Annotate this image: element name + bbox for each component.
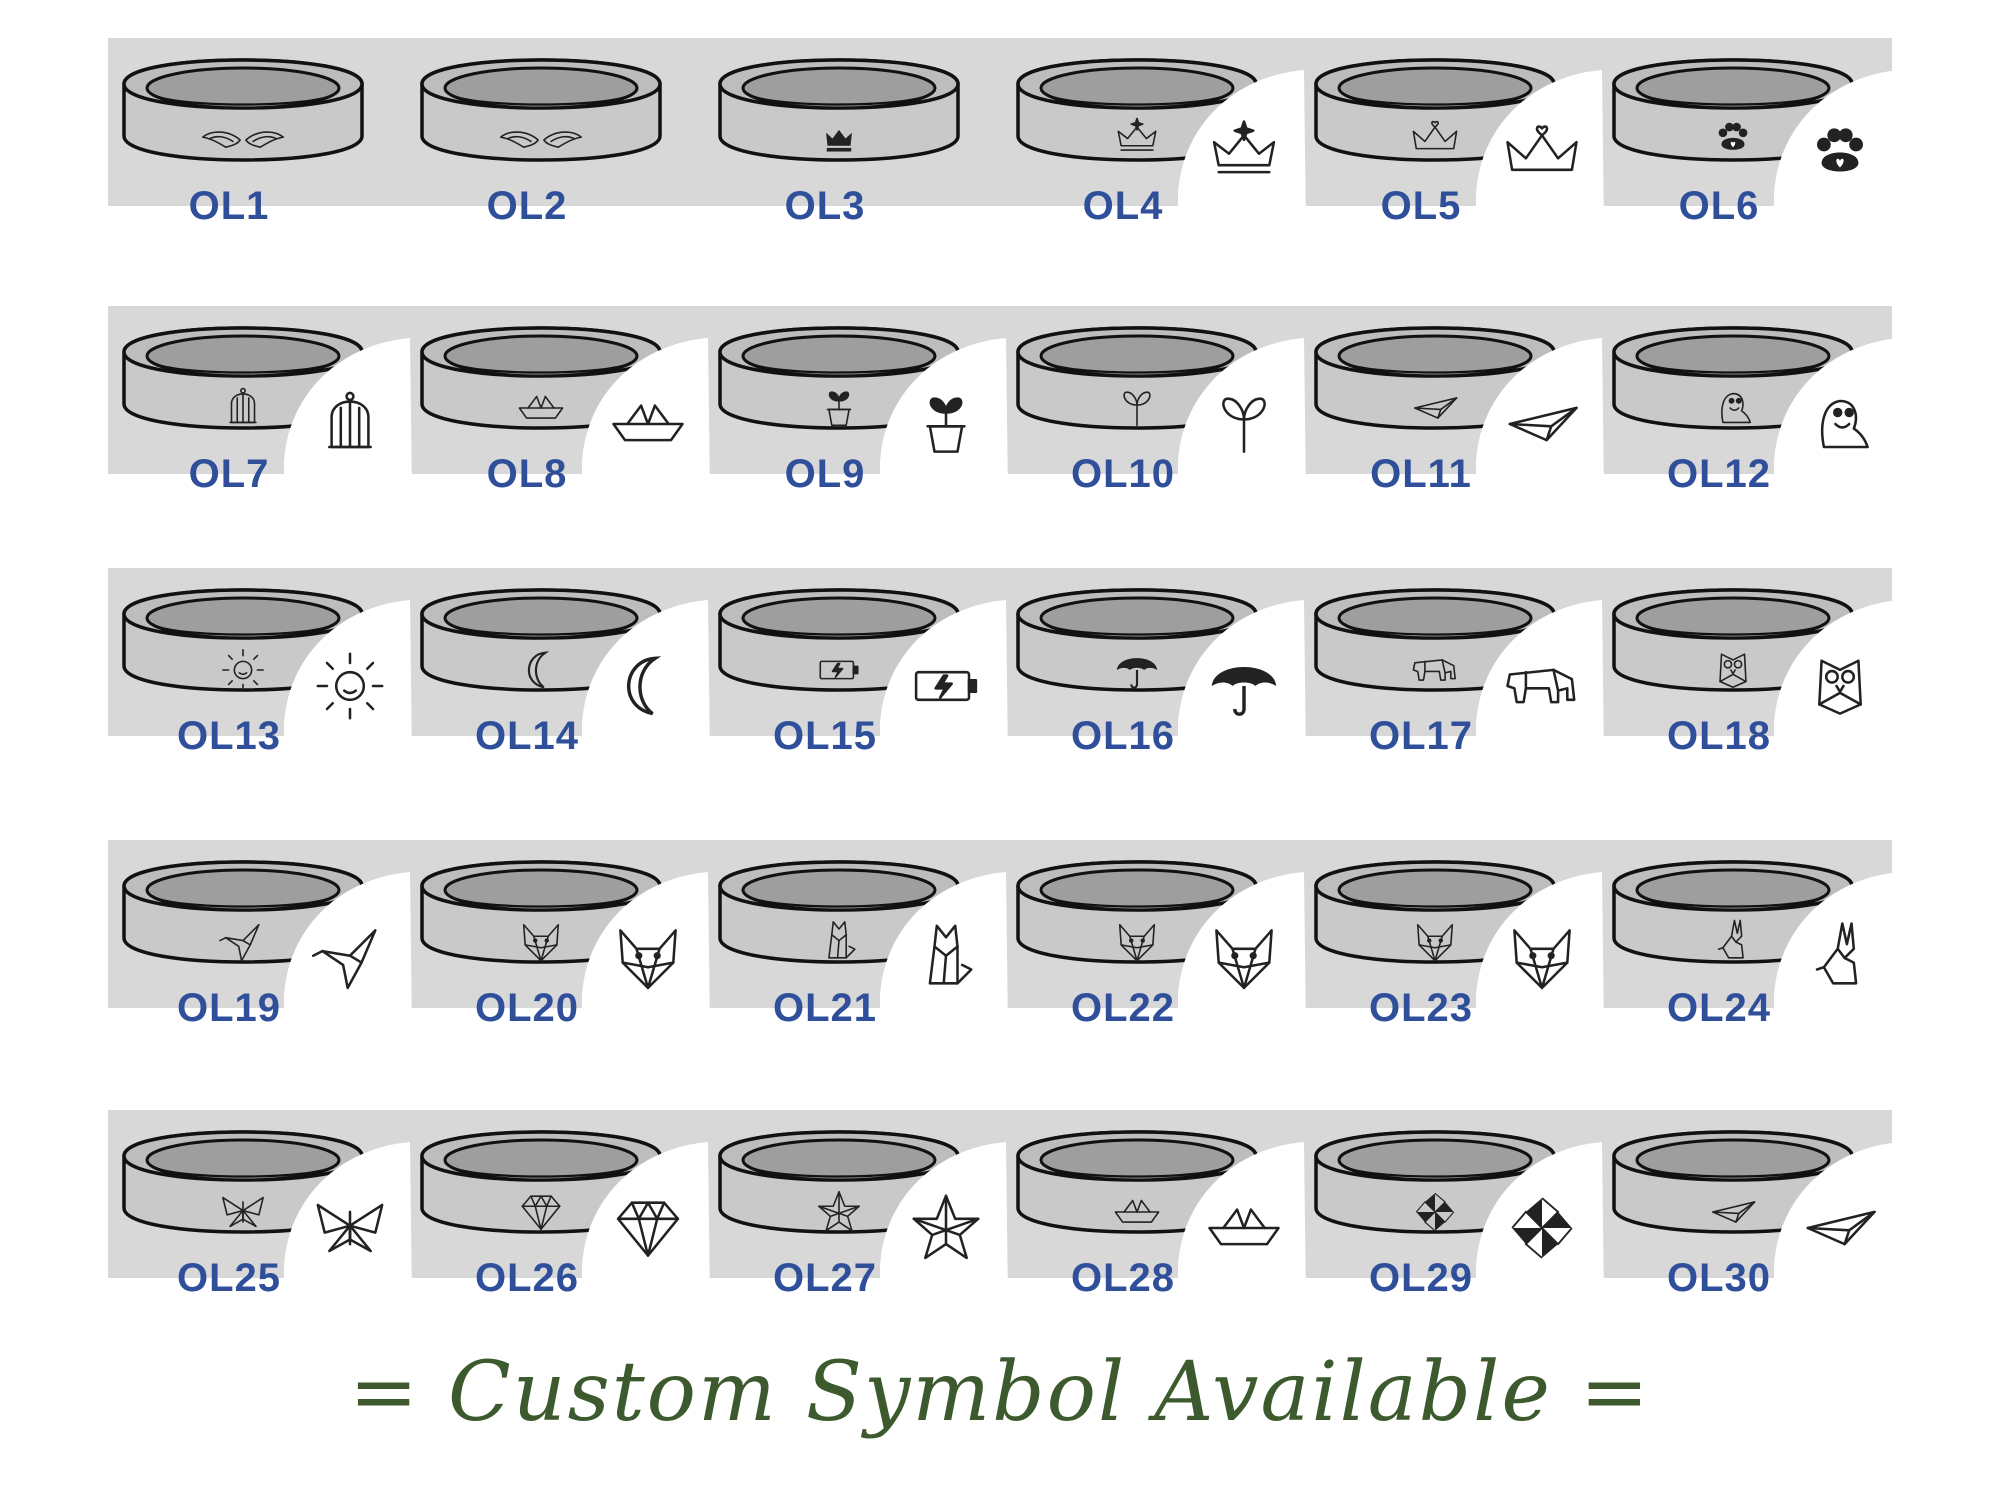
paper-boat-heart-icon [582,338,710,498]
symbol-code: OL30 [1666,1256,1772,1300]
origami-fox-icon [880,872,1008,1032]
ring-preview [718,58,960,162]
geometric-fox-icon [1178,872,1306,1032]
ring-preview [420,58,662,162]
symbol-option-ol27: OL27 [700,1106,1008,1366]
heart-crown-icon [1476,70,1604,230]
symbol-option-ol15: OL15 [700,564,1008,824]
symbol-option-ol10: OL10 [998,302,1306,562]
symbol-option-ol14: OL14 [402,564,710,824]
origami-elephant-icon [1476,600,1604,760]
symbol-option-ol4: OL4 [998,34,1306,294]
symbol-option-ol17: OL17 [1296,564,1604,824]
symbol-option-ol1: OL1 [104,34,402,294]
umbrella-icon [1178,600,1306,760]
ring-preview [122,58,364,162]
symbol-option-ol30: OL30 [1594,1106,1902,1366]
ring-preview [1612,860,1854,964]
symbol-code: OL9 [784,452,866,496]
symbol-option-ol2: OL2 [402,34,700,294]
symbol-option-ol25: OL25 [104,1106,412,1366]
custom-symbol-note: = Custom Symbol Available = [349,1345,1651,1440]
paw-heart-icon [1774,70,1902,230]
origami-bird-icon [284,872,412,1032]
ring-preview [1016,326,1258,430]
symbol-code: OL24 [1666,986,1772,1030]
symbol-code: OL3 [784,184,866,228]
battery-icon [880,600,1008,760]
symbol-code: OL5 [1380,184,1462,228]
potted-sprout-icon [880,338,1008,498]
symbol-code: OL27 [772,1256,878,1300]
symbol-option-ol7: OL7 [104,302,412,562]
moon-icon [582,600,710,760]
symbol-option-ol5: OL5 [1296,34,1604,294]
origami-owl-icon [1774,600,1902,760]
symbol-option-ol16: OL16 [998,564,1306,824]
paper-boat-icon [1178,1142,1306,1302]
ring-preview [122,860,364,964]
symbol-code: OL20 [474,986,580,1030]
symbol-code: OL23 [1368,986,1474,1030]
geometric-wolf-icon [582,872,710,1032]
symbol-option-ol20: OL20 [402,836,710,1096]
symbol-code: OL21 [772,986,878,1030]
symbol-option-ol3: OL3 [700,34,998,294]
symbol-code: OL1 [188,184,270,228]
origami-star-icon [880,1142,1008,1302]
symbol-code: OL22 [1070,986,1176,1030]
paper-plane-icon [1774,1142,1902,1302]
symbol-code: OL8 [486,452,568,496]
symbol-code: OL29 [1368,1256,1474,1300]
symbol-code: OL17 [1368,714,1474,758]
symbol-option-ol24: OL24 [1594,836,1902,1096]
symbol-option-ol21: OL21 [700,836,1008,1096]
symbol-code: OL15 [772,714,878,758]
symbol-option-ol6: OL6 [1594,34,1902,294]
symbol-code: OL7 [188,452,270,496]
symbol-option-ol28: OL28 [998,1106,1306,1366]
symbol-option-ol23: OL23 [1296,836,1604,1096]
dinosaur-icon [1774,338,1902,498]
symbol-code: OL18 [1666,714,1772,758]
symbol-option-ol11: OL11 [1296,302,1604,562]
symbol-code: OL4 [1082,184,1164,228]
symbol-code: OL26 [474,1256,580,1300]
symbol-code: OL14 [474,714,580,758]
symbol-option-ol12: OL12 [1594,302,1902,562]
ring-preview [1016,1130,1258,1234]
symbol-option-ol19: OL19 [104,836,412,1096]
sun-icon [284,600,412,760]
symbol-code: OL10 [1070,452,1176,496]
symbol-code: OL28 [1070,1256,1176,1300]
symbol-code: OL12 [1666,452,1772,496]
symbol-code: OL6 [1678,184,1760,228]
symbol-option-ol13: OL13 [104,564,412,824]
origami-butterfly-icon [284,1142,412,1302]
pinwheel-icon [1476,1142,1604,1302]
paper-plane-heart-icon [1476,338,1604,498]
sparkle-crown-icon [1178,70,1306,230]
symbol-code: OL11 [1370,452,1472,496]
birdcage-icon [284,338,412,498]
symbol-code: OL13 [176,714,282,758]
symbol-option-ol8: OL8 [402,302,710,562]
geometric-wolf-head-icon [1476,872,1604,1032]
symbol-option-ol29: OL29 [1296,1106,1604,1366]
symbol-option-ol26: OL26 [402,1106,710,1366]
sprout-icon [1178,338,1306,498]
symbol-code: OL25 [176,1256,282,1300]
symbol-code: OL2 [486,184,568,228]
origami-rabbit-icon [1774,872,1902,1032]
symbol-option-ol9: OL9 [700,302,1008,562]
symbol-option-ol22: OL22 [998,836,1306,1096]
symbol-option-ol18: OL18 [1594,564,1902,824]
diamond-icon [582,1142,710,1302]
symbol-code: OL16 [1070,714,1176,758]
ring-preview [718,326,960,430]
symbol-code: OL19 [176,986,282,1030]
ring-preview [122,1130,364,1234]
